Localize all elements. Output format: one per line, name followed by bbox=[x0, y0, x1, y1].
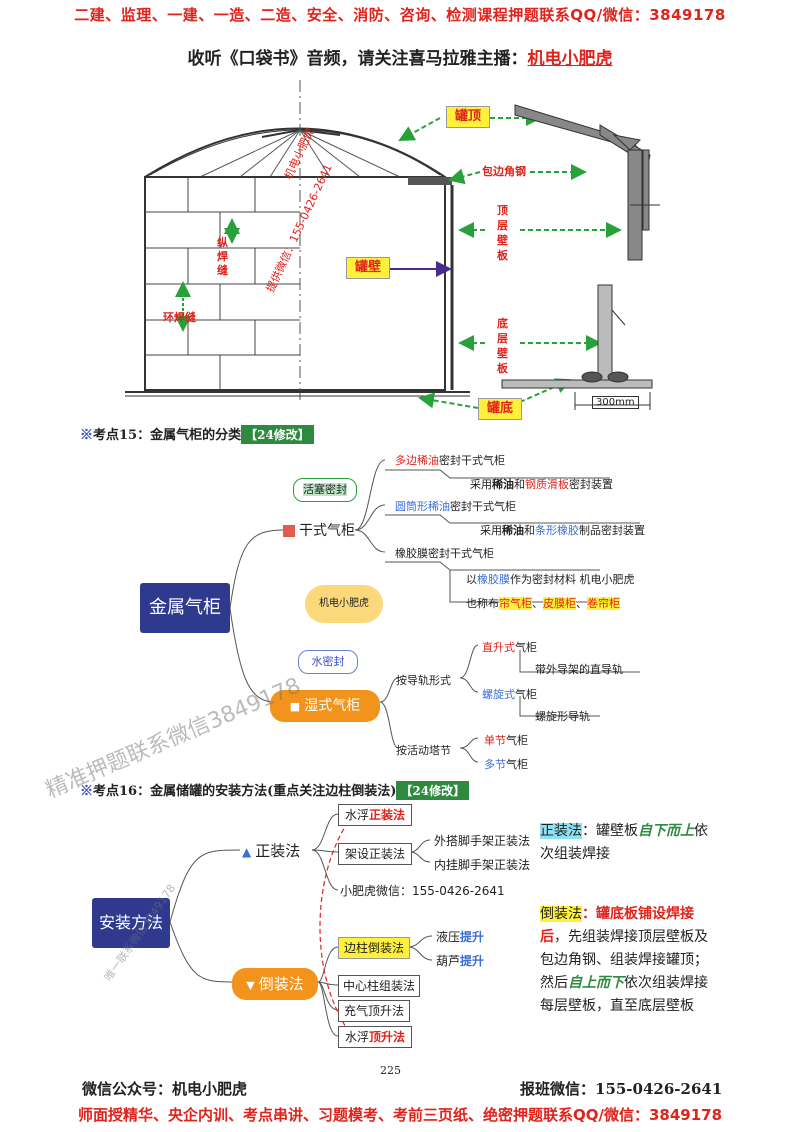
wet-single: 单节气柜 bbox=[484, 734, 528, 747]
fwd-scaffold-inner: 内挂脚手架正装法 bbox=[434, 858, 531, 872]
footer-contact: 师面授精华、央企内训、考点串讲、习题模考、考前三页纸、绝密押题联系QQ/微信：3… bbox=[77, 1106, 723, 1124]
label-upper-plate: 顶 层 壁 板 bbox=[497, 204, 508, 262]
node-root-gas-holder: 金属气柜 bbox=[140, 583, 230, 633]
dry-item-cylinder: 圆筒形稀油密封干式气柜 bbox=[395, 500, 516, 513]
arrow-up-icon: ▲ bbox=[242, 845, 252, 859]
node-forward-install: ▲正装法 bbox=[242, 842, 301, 860]
fwd-scaffold: 架设正装法 bbox=[338, 843, 412, 865]
wet-multi: 多节气柜 bbox=[484, 758, 528, 771]
page-number: 225 bbox=[380, 1064, 401, 1077]
fwd-wechat: 小肥虎微信：155-0426-2641 bbox=[340, 884, 505, 898]
corner-detail bbox=[514, 104, 651, 261]
square-icon bbox=[283, 525, 295, 537]
node-root-install: 安装方法 bbox=[92, 898, 170, 948]
label-vertical-seam: 纵 焊 缝 bbox=[217, 236, 228, 277]
tank-dome bbox=[144, 127, 446, 178]
dry-item-curtain: 也称布帘气柜、皮膜柜、卷帘柜 bbox=[466, 597, 620, 610]
rev-center-column: 中心柱组装法 bbox=[338, 975, 420, 997]
label-tank-bottom: 罐底 bbox=[478, 398, 522, 420]
rev-side-column: 边柱倒装法 bbox=[338, 937, 410, 959]
tag-piston-seal: 活塞密封 bbox=[293, 478, 357, 502]
wet-straight: 直升式气柜 bbox=[482, 641, 537, 654]
header-line-2: 收听《口袋书》音频，请关注喜马拉雅主播：机电小肥虎 bbox=[187, 49, 613, 69]
badge-24: 【24修改】 bbox=[396, 781, 470, 800]
wet-straight-note: 带外导架的直导轨 bbox=[535, 663, 623, 676]
dry-item-polygon: 多边稀油密封干式气柜 bbox=[395, 454, 505, 467]
node-reverse-install: ▼倒装法 bbox=[232, 968, 318, 1000]
section-title-15: ※考点15：金属气柜的分类【24修改】 bbox=[80, 424, 314, 444]
wet-spiral-note: 螺旋形导轨 bbox=[535, 710, 590, 723]
note-forward: 正装法：罐壁板自下而上依次组装焊接 bbox=[540, 823, 708, 862]
fwd-water-float: 水浮正装法 bbox=[338, 804, 412, 826]
rev-hydraulic: 液压提升 bbox=[436, 930, 485, 944]
node-wet-holder: ■湿式气柜 bbox=[270, 690, 380, 722]
dry-item-polygon-note: 采用稀油和钢质滑板密封装置 bbox=[470, 478, 613, 491]
square-icon: ■ bbox=[289, 700, 301, 713]
cloud-brand: 机电小肥虎 bbox=[305, 585, 383, 623]
rev-hoist: 葫芦提升 bbox=[436, 954, 485, 968]
label-lower-plate: 底 层 壁 板 bbox=[497, 317, 508, 375]
header-line-1: 二建、监理、一建、一造、二造、安全、消防、咨询、检测课程押题联系QQ/微信：38… bbox=[74, 6, 726, 24]
footer-class-wechat: 报班微信：155-0426-2641 bbox=[520, 1080, 723, 1098]
wet-guide-type: 按导轨形式 bbox=[396, 674, 451, 687]
label-ring-seam: 环焊缝 bbox=[163, 311, 196, 324]
label-tank-wall: 罐壁 bbox=[346, 257, 390, 279]
rev-water-lift: 水浮顶升法 bbox=[338, 1026, 412, 1048]
label-dimension: 300mm bbox=[592, 396, 639, 409]
arrow-down-icon: ▼ bbox=[246, 979, 255, 992]
footer-wechat-public: 微信公众号：机电小肥虎 bbox=[82, 1080, 248, 1098]
anchor-name: 机电小肥虎 bbox=[527, 49, 613, 69]
dry-item-membrane-note: 以橡胶膜作为密封材料 机电小肥虎 bbox=[466, 573, 635, 586]
badge-24: 【24修改】 bbox=[241, 425, 314, 444]
label-angle-steel: 包边角钢 bbox=[482, 165, 526, 178]
label-tank-top: 罐顶 bbox=[446, 106, 490, 128]
note-reverse: 倒装法：罐底板铺设焊接后，先组装焊接顶层壁板及包边角钢、组装焊接罐顶；然后自上而… bbox=[540, 906, 708, 1014]
node-dry-holder: 干式气柜 bbox=[283, 520, 355, 540]
mindmap-1-lines bbox=[229, 459, 640, 763]
wet-tower-type: 按活动塔节 bbox=[396, 744, 451, 757]
mindmap-2-lines bbox=[169, 813, 433, 1037]
dry-item-cylinder-note: 采用稀油和条形橡胶制品密封装置 bbox=[480, 524, 645, 537]
dry-item-membrane: 橡胶膜密封干式气柜 bbox=[395, 547, 494, 560]
tank-diagram bbox=[125, 80, 660, 410]
fwd-scaffold-outer: 外搭脚手架正装法 bbox=[434, 834, 531, 848]
wet-spiral: 螺旋式气柜 bbox=[482, 688, 537, 701]
section-title-16: ※考点16：金属储罐的安装方法(重点关注边柱倒装法)【24修改】 bbox=[80, 780, 470, 800]
tag-water-seal: 水密封 bbox=[298, 650, 358, 674]
bottom-detail bbox=[501, 284, 653, 389]
rev-air-lift: 充气顶升法 bbox=[338, 1000, 410, 1022]
